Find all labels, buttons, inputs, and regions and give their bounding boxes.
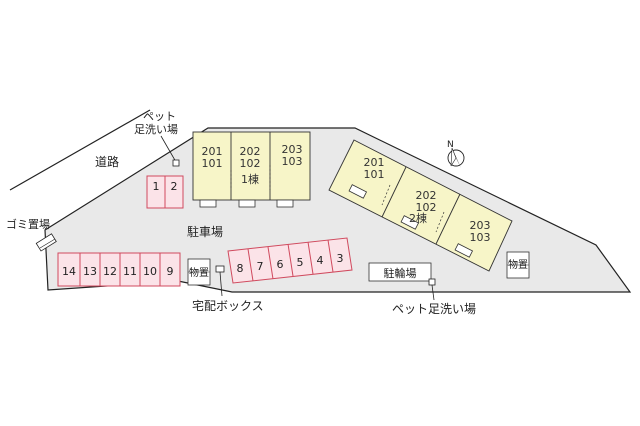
road-label: 道路	[95, 154, 119, 169]
unit-b2-103: 103	[470, 231, 491, 244]
building-2-label: 2棟	[409, 211, 427, 225]
unit-b2-203: 203	[470, 219, 491, 232]
parking-space-1: 1	[153, 180, 160, 193]
pet-wash-top-marker	[172, 159, 180, 167]
parking-right-row	[227, 237, 353, 284]
unit-b1-101: 101	[202, 157, 223, 170]
delivery-box-marker	[215, 265, 225, 273]
garbage-label: ゴミ置場	[6, 217, 50, 231]
pet-wash-top-leader	[160, 135, 177, 163]
pet-wash-top-label-1: ペット	[143, 110, 176, 123]
storage-left-label: 物置	[189, 266, 209, 279]
parking-space-13: 13	[83, 265, 97, 278]
pet-wash-bottom-marker	[428, 278, 436, 286]
unit-b2-201: 201	[364, 156, 385, 169]
parking-space-3: 3	[337, 252, 344, 265]
building-1	[192, 131, 311, 208]
parking-space-11: 11	[123, 265, 137, 278]
delivery-box-label: 宅配ボックス	[192, 298, 264, 313]
parking-left-row	[57, 252, 181, 287]
unit-b2-202: 202	[416, 189, 437, 202]
unit-b1-201: 201	[202, 145, 223, 158]
unit-b1-102: 102	[240, 157, 261, 170]
parking-space-5: 5	[297, 256, 304, 269]
parking-top-pair	[146, 175, 184, 209]
north-label: N	[447, 140, 454, 150]
parking-space-7: 7	[257, 260, 264, 273]
parking-space-14: 14	[62, 265, 76, 278]
parking-space-2: 2	[171, 180, 178, 193]
pet-wash-bottom-label: ペット足洗い場	[392, 302, 476, 316]
north-arrow-icon	[447, 147, 465, 168]
storage-right-label: 物置	[508, 258, 528, 271]
unit-b1-203: 203	[282, 143, 303, 156]
parking-space-9: 9	[167, 265, 174, 278]
unit-b1-202: 202	[240, 145, 261, 158]
parking-space-8: 8	[237, 262, 244, 275]
bicycle-parking-box	[368, 262, 432, 282]
unit-b2-101: 101	[364, 168, 385, 181]
road-line	[9, 109, 151, 191]
garbage-box	[35, 233, 57, 252]
unit-b2-102: 102	[416, 201, 437, 214]
parking-space-4: 4	[317, 254, 324, 267]
pet-wash-top-label-2: 足洗い場	[134, 123, 178, 136]
building-1-label: 1棟	[241, 172, 259, 186]
parking-space-10: 10	[143, 265, 157, 278]
pet-wash-bottom-leader	[431, 284, 435, 301]
delivery-box-leader	[219, 271, 223, 297]
unit-b1-103: 103	[282, 155, 303, 168]
storage-left	[187, 258, 211, 286]
parking-label: 駐車場	[187, 224, 223, 239]
building-2	[328, 139, 513, 272]
parking-space-12: 12	[103, 265, 117, 278]
bicycle-parking-label: 駐輪場	[384, 266, 417, 280]
parking-space-6: 6	[277, 258, 284, 271]
storage-right	[506, 251, 530, 279]
